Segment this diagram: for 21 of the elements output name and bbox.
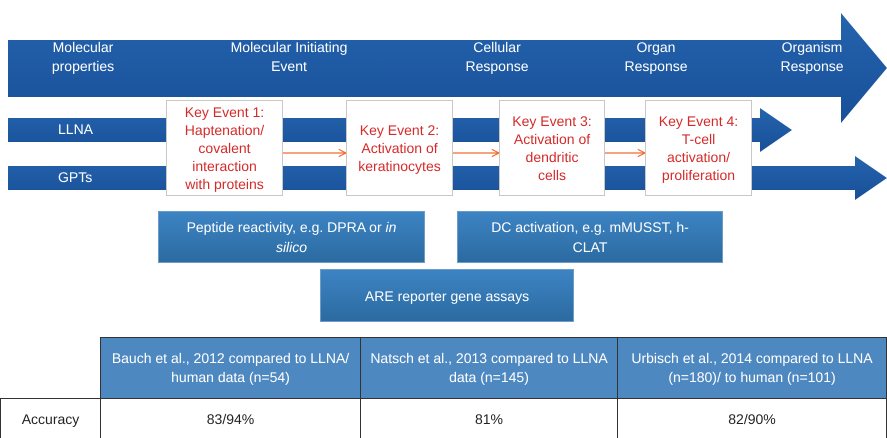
stage-label: Organ Response — [623, 38, 689, 76]
method-box: ARE reporter gene assays — [320, 269, 574, 322]
key-event-box: Key Event 3: Activation of dendritic cells — [499, 100, 605, 196]
arrow — [453, 148, 500, 158]
table-header-cell: Urbisch et al., 2014 compared to LLNA (n=180)/ to human (n=101) — [617, 337, 887, 399]
assay-label: LLNA — [58, 121, 94, 137]
row-header-cell: Accuracy — [0, 398, 101, 438]
table-header-cell: Bauch et al., 2012 compared to LLNA/ human data (n=54) — [100, 337, 361, 399]
table-header-cell: Natsch et al., 2013 compared to LLNA data (n=145) — [360, 337, 618, 399]
assay-label: GPTs — [58, 169, 92, 185]
stage-label: Molecular properties — [50, 38, 116, 76]
arrow — [283, 148, 347, 158]
arrow — [605, 148, 646, 158]
method-box: Peptide reactivity, e.g. DPRA or in silico — [158, 211, 425, 263]
stage-label: Cellular Response — [464, 38, 530, 76]
stage-label: Molecular Initiating Event — [230, 38, 348, 76]
method-box: DC activation, e.g. mMUSST, h-CLAT — [457, 211, 723, 263]
key-event-box: Key Event 2: Activation of keratinocytes — [346, 100, 453, 196]
key-event-box: Key Event 4: T-cell activation/ proliferation — [645, 100, 752, 196]
key-event-box: Key Event 1: Haptenation/ covalent interaction with proteins — [166, 100, 283, 196]
stage-label: Organism Response — [779, 38, 845, 76]
